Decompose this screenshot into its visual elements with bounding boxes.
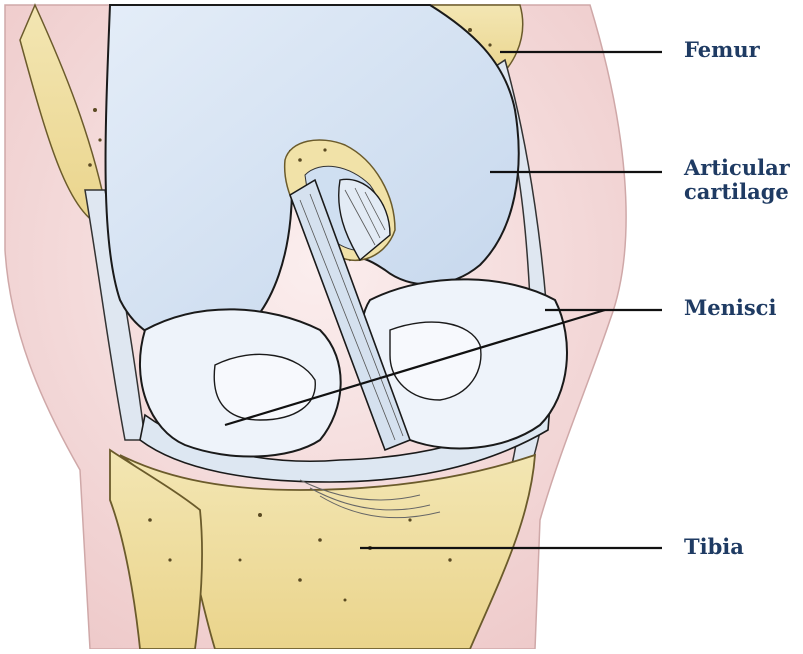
tibia-label: Tibia [684, 535, 744, 559]
articular-cartilage-label: Articular cartilage [684, 156, 790, 204]
menisci-label: Menisci [684, 296, 776, 320]
articular-cartilage-label-line2: cartilage [684, 180, 790, 204]
articular-cartilage-label-line1: Articular [684, 156, 790, 180]
femur-label: Femur [684, 38, 760, 62]
